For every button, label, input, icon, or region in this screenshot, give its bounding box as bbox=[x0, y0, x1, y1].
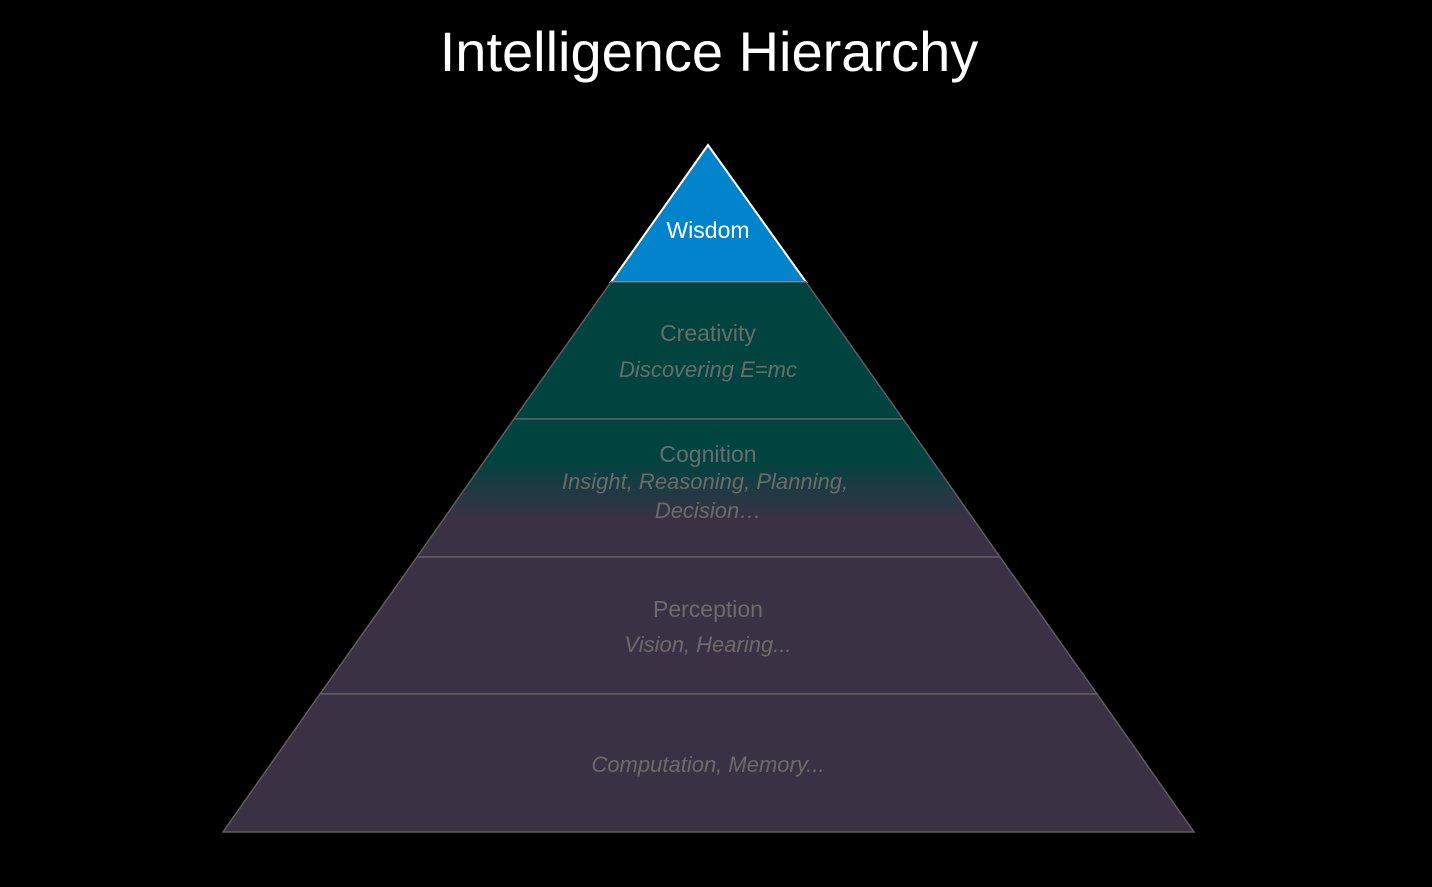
perception-label: Perception bbox=[653, 596, 763, 622]
pyramid-level-wisdom bbox=[609, 143, 808, 283]
creativity-label: Creativity bbox=[660, 320, 756, 346]
pyramid-level-creativity bbox=[512, 281, 905, 420]
wisdom-label: Wisdom bbox=[666, 217, 749, 243]
creativity-sublabel: Discovering E=mc bbox=[619, 357, 797, 382]
pyramid-level-computation bbox=[221, 693, 1196, 833]
perception-sublabel: Vision, Hearing... bbox=[624, 632, 791, 657]
computation-sublabel: Computation, Memory... bbox=[591, 752, 824, 777]
slide-title: Intelligence Hierarchy bbox=[439, 20, 979, 83]
cognition-sublabel-line1: Insight, Reasoning, Planning, bbox=[562, 469, 848, 494]
cognition-label: Cognition bbox=[659, 441, 756, 467]
pyramid-level-perception bbox=[318, 556, 1099, 695]
cognition-sublabel-line2: Decision… bbox=[655, 498, 761, 523]
